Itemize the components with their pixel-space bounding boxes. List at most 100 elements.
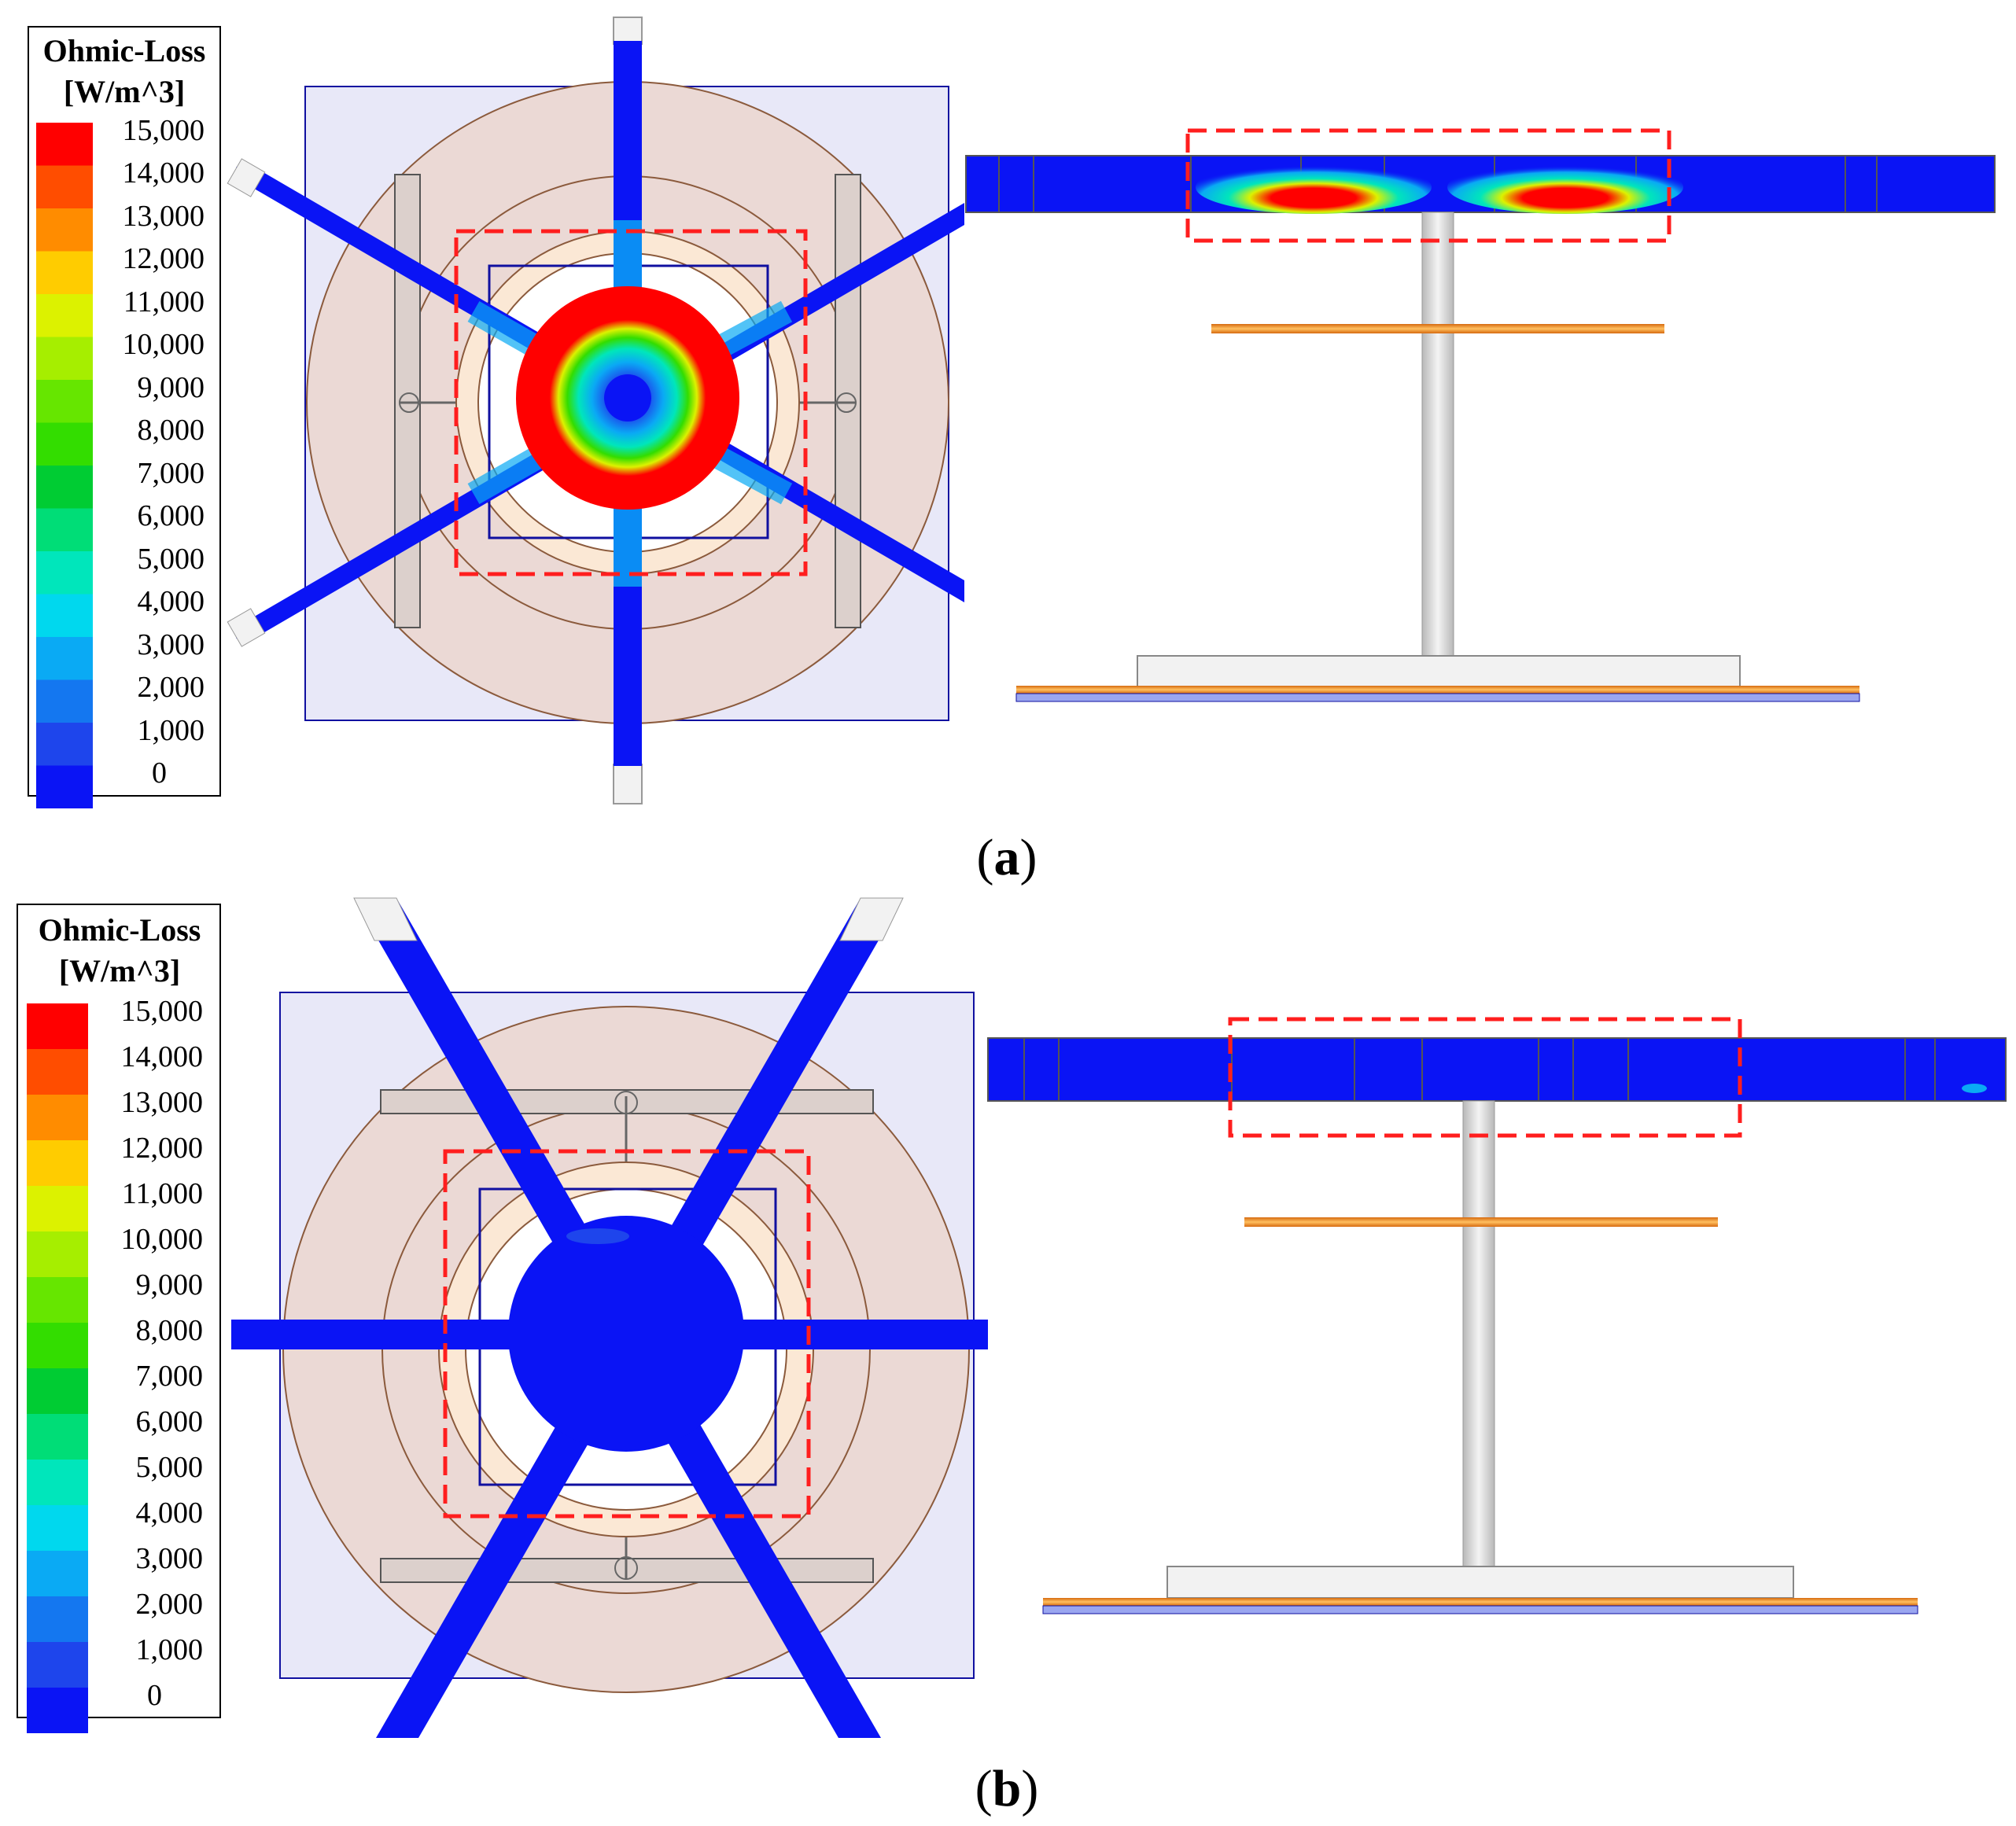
legend-b-tick: 13,000 — [121, 1086, 204, 1119]
base-plate-blue-a — [1015, 693, 1860, 702]
legend-a-tick: 10,000 — [123, 328, 205, 361]
legend-a-swatch — [36, 723, 93, 766]
legend-a-tick: 15,000 — [123, 114, 205, 147]
spoke-stub-bottom-a — [613, 764, 643, 804]
panel-label-b: (b) — [975, 1760, 1039, 1817]
highlight-box-top-b — [443, 1149, 811, 1519]
legend-b-swatch — [27, 1323, 88, 1368]
spoke-stub-top-a — [613, 17, 643, 45]
pin-left-a — [399, 392, 419, 413]
legend-b-swatch — [27, 1277, 88, 1323]
legend-a-title-line2: [W/m^3] — [64, 74, 185, 109]
spoke-stub-ul-b — [353, 897, 418, 941]
base-plate-blue-b — [1042, 1605, 1918, 1614]
legend-b-colorbar — [27, 1003, 88, 1733]
legend-b-swatch — [27, 1368, 88, 1414]
legend-a-swatch — [36, 594, 93, 637]
legend-b-swatch — [27, 1642, 88, 1688]
legend-b-swatch — [27, 1231, 88, 1277]
legend-a-swatch — [36, 551, 93, 595]
legend-b-tick: 3,000 — [136, 1542, 204, 1575]
legend-b-swatch — [27, 1551, 88, 1596]
legend-b-swatch — [27, 1414, 88, 1460]
legend-a-swatch — [36, 123, 93, 166]
legend-a-swatch — [36, 294, 93, 337]
top-view-a — [227, 17, 964, 804]
legend-a-swatch — [36, 208, 93, 252]
legend-b-swatch — [27, 1505, 88, 1551]
top-view-b — [231, 897, 988, 1738]
base-plate-orange-a — [1016, 686, 1859, 694]
legend-b-tick: 15,000 — [121, 995, 204, 1028]
legend-a-swatch — [36, 508, 93, 551]
legend-a-tick: 12,000 — [123, 242, 205, 275]
legend-b-ticks: 15,000 14,000 13,000 12,000 11,000 10,00… — [121, 995, 204, 1712]
legend-a-swatch — [36, 337, 93, 380]
legend-a-swatch — [36, 380, 93, 423]
legend-b-tick: 1,000 — [136, 1633, 204, 1666]
side-bar-left-a — [394, 174, 421, 628]
legend-b-tick: 6,000 — [136, 1405, 204, 1438]
legend-a-tick: 13,000 — [123, 200, 205, 233]
spoke-stub-ur-b — [839, 897, 904, 941]
legend-a-tick: 5,000 — [138, 543, 205, 576]
legend-b-tick: 14,000 — [121, 1040, 204, 1073]
legend-b-tick: 9,000 — [136, 1268, 204, 1301]
legend-b-swatch — [27, 1186, 88, 1231]
legend-a-title-line1: Ohmic-Loss — [43, 33, 206, 68]
panel-a: Ohmic-Loss [W/m^3] 15,000 14,000 13,000 … — [28, 17, 1996, 886]
legend-b-tick: 12,000 — [121, 1132, 204, 1165]
mid-plate-b — [1244, 1217, 1718, 1227]
legend-a-tick: 6,000 — [138, 499, 205, 532]
legend-a-swatch — [36, 466, 93, 509]
base-plate-orange-b — [1043, 1598, 1918, 1606]
top-plate-b — [987, 1037, 2007, 1102]
panel-b: Ohmic-Loss [W/m^3] 15,000 14,000 13,000 … — [17, 897, 2007, 1817]
legend-a-tick: 9,000 — [138, 371, 205, 404]
legend-b-tick: 5,000 — [136, 1451, 204, 1484]
legend-b-swatch — [27, 1003, 88, 1049]
legend-a-tick: 1,000 — [138, 714, 205, 747]
legend-b-swatch — [27, 1688, 88, 1733]
hub-speckle-b — [566, 1228, 629, 1244]
legend-a-swatch — [36, 165, 93, 208]
side-view-b — [987, 1017, 2007, 1614]
hub-b — [508, 1216, 744, 1452]
hotspot-center-a — [604, 374, 651, 422]
highlight-box-side-b — [1228, 1017, 1742, 1138]
legend-b-swatch — [27, 1596, 88, 1642]
legend-a-tick: 7,000 — [138, 457, 205, 490]
legend-a-swatch — [36, 637, 93, 680]
rod-a — [1421, 212, 1454, 663]
legend-a-tick: 14,000 — [123, 156, 205, 190]
legend-b-swatch — [27, 1049, 88, 1095]
legend-b-tick: 8,000 — [136, 1314, 204, 1347]
cool-spot-b — [1962, 1084, 1987, 1093]
legend-a-tick: 11,000 — [123, 285, 205, 318]
highlight-box-side-a — [1185, 128, 1671, 243]
side-view-a — [965, 128, 1996, 702]
legend-a-tick: 8,000 — [138, 414, 205, 447]
pin-bottom-b — [614, 1556, 638, 1580]
spoke-stub-ll-a — [227, 608, 266, 647]
legend-b-tick: 10,000 — [121, 1223, 204, 1256]
pin-top-b — [614, 1091, 638, 1114]
legend-a-tick: 2,000 — [138, 671, 205, 704]
top-plate-segments-b — [1023, 1038, 1936, 1101]
legend-b-tick: 11,000 — [122, 1177, 203, 1210]
legend-a-tick: 4,000 — [138, 585, 205, 618]
highlight-box-top-a — [454, 229, 808, 576]
hot-zone-right-a — [1447, 160, 1683, 214]
legend-b-title-line1: Ohmic-Loss — [39, 912, 201, 948]
legend-b-tick: 4,000 — [136, 1497, 204, 1530]
base-block-a — [1137, 655, 1741, 688]
legend-b-tick: 0 — [147, 1679, 162, 1712]
legend-a-swatch — [36, 679, 93, 723]
legend-b: Ohmic-Loss [W/m^3] 15,000 14,000 13,000 … — [17, 904, 221, 1733]
legend-a-tick: 0 — [152, 757, 167, 790]
legend-b-swatch — [27, 1460, 88, 1505]
legend-a-swatch — [36, 422, 93, 466]
legend-b-title-line2: [W/m^3] — [59, 953, 180, 988]
legend-b-swatch — [27, 1095, 88, 1140]
